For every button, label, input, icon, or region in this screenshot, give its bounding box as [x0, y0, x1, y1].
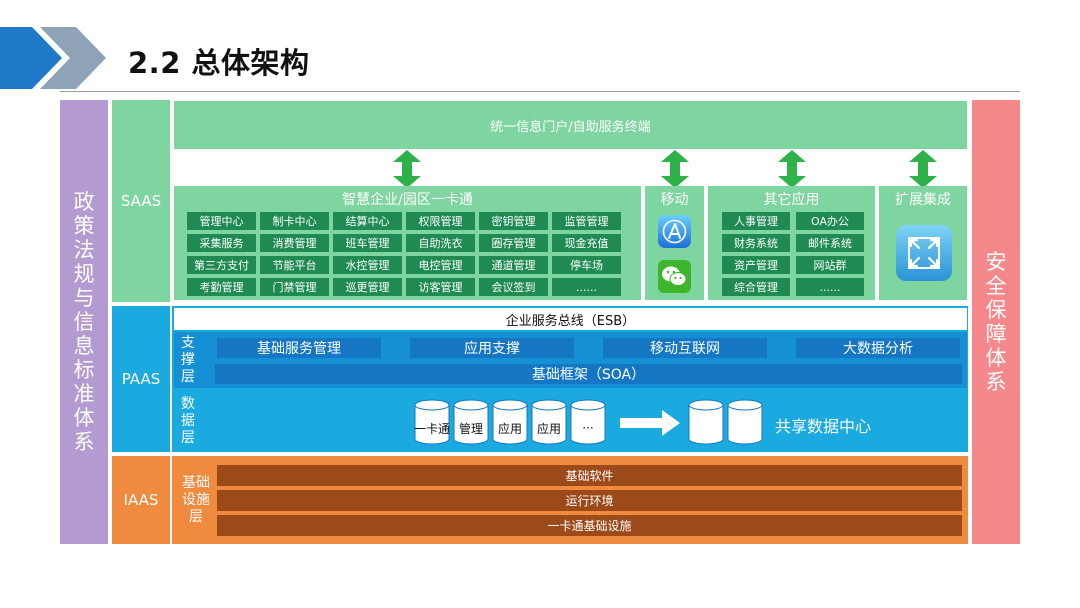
database-icon: 管理 [453, 399, 489, 445]
smart-campus-card-title: 智慧企业/园区一卡通 [342, 192, 473, 208]
other-app-cell: 财务系统 [722, 234, 790, 252]
data-layer-label: 数据层 [181, 395, 195, 446]
module-cell: 权限管理 [406, 212, 475, 230]
module-cell: 门禁管理 [260, 278, 329, 296]
module-cell: 第三方支付 [187, 256, 256, 274]
module-cell: 电控管理 [406, 256, 475, 274]
module-cell: 密钥管理 [479, 212, 548, 230]
module-cell: ...... [552, 278, 621, 296]
module-cell: 巡更管理 [333, 278, 402, 296]
other-apps-title: 其它应用 [763, 192, 820, 208]
database-label: 一卡通 [414, 421, 451, 436]
shared-data-center-label: 共享数据中心 [774, 417, 871, 436]
double-arrow-icon [393, 150, 421, 188]
security-assurance-column: 安全保障体系 [972, 100, 1020, 544]
title-divider [60, 91, 1020, 92]
support-item: 基础服务管理 [217, 338, 381, 358]
extension-integration-title: 扩展集成 [895, 192, 951, 208]
other-app-cell: 人事管理 [722, 212, 790, 230]
module-cell: 停车场 [552, 256, 621, 274]
database-label: ··· [582, 421, 594, 435]
other-app-cell: OA办公 [796, 212, 864, 230]
database-icon: 应用 [492, 399, 528, 445]
mobile-title: 移动 [660, 192, 689, 208]
other-app-cell: 综合管理 [722, 278, 790, 296]
module-cell: 节能平台 [260, 256, 329, 274]
double-arrow-icon [909, 150, 937, 188]
iaas-bar: 基础软件 [217, 465, 962, 486]
support-item: 大数据分析 [796, 338, 960, 358]
database-label: 应用 [497, 421, 522, 436]
module-cell: 圈存管理 [479, 234, 548, 252]
module-cell: 会议签到 [479, 278, 548, 296]
database-icon: 一卡通 [414, 399, 450, 445]
other-app-cell: 邮件系统 [796, 234, 864, 252]
support-item: 应用支撑 [410, 338, 574, 358]
support-layer-label: 支撑层 [181, 334, 195, 385]
infrastructure-layer-label: 基础设施层 [182, 474, 210, 525]
header-chevron-icon [0, 27, 106, 89]
right-arrow-icon [620, 410, 680, 436]
shared-database-icon [688, 399, 724, 445]
double-arrow-icon [661, 150, 689, 188]
module-cell: 班车管理 [333, 234, 402, 252]
module-cell: 采集服务 [187, 234, 256, 252]
wechat-icon [658, 260, 691, 293]
iaas-bar: 运行环境 [217, 490, 962, 511]
soa-framework-bar: 基础框架（SOA） [215, 364, 962, 384]
module-cell: 制卡中心 [260, 212, 329, 230]
shared-database-icon [727, 399, 763, 445]
double-arrow-icon [778, 150, 806, 188]
iaas-layer-label: IAAS [112, 456, 170, 544]
module-cell: 监管管理 [552, 212, 621, 230]
unified-portal-bar: 统一信息门户/自助服务终端 [174, 101, 967, 149]
module-cell: 自助洗衣 [406, 234, 475, 252]
iaas-bar: 一卡通基础设施 [217, 515, 962, 536]
module-cell: 访客管理 [406, 278, 475, 296]
module-cell: 水控管理 [333, 256, 402, 274]
module-cell: 现金充值 [552, 234, 621, 252]
app-store-icon [658, 215, 691, 248]
module-cell: 结算中心 [333, 212, 402, 230]
other-app-cell: ...... [796, 278, 864, 296]
other-app-cell: 网站群 [796, 256, 864, 274]
module-cell: 考勤管理 [187, 278, 256, 296]
policy-standards-column: 政策法规与信息标准体系 [60, 100, 108, 544]
support-item: 移动互联网 [603, 338, 767, 358]
expand-icon [896, 225, 952, 281]
database-label: 应用 [536, 421, 561, 436]
esb-bar: 企业服务总线（ESB） [174, 308, 967, 330]
module-cell: 消费管理 [260, 234, 329, 252]
database-icon: 应用 [531, 399, 567, 445]
database-label: 管理 [458, 421, 483, 436]
module-cell: 通道管理 [479, 256, 548, 274]
database-icon: ··· [570, 399, 606, 445]
paas-layer-label: PAAS [112, 306, 170, 452]
module-cell: 管理中心 [187, 212, 256, 230]
saas-layer-label: SAAS [112, 100, 170, 302]
page-title: 2.2 总体架构 [128, 46, 310, 80]
other-app-cell: 资产管理 [722, 256, 790, 274]
